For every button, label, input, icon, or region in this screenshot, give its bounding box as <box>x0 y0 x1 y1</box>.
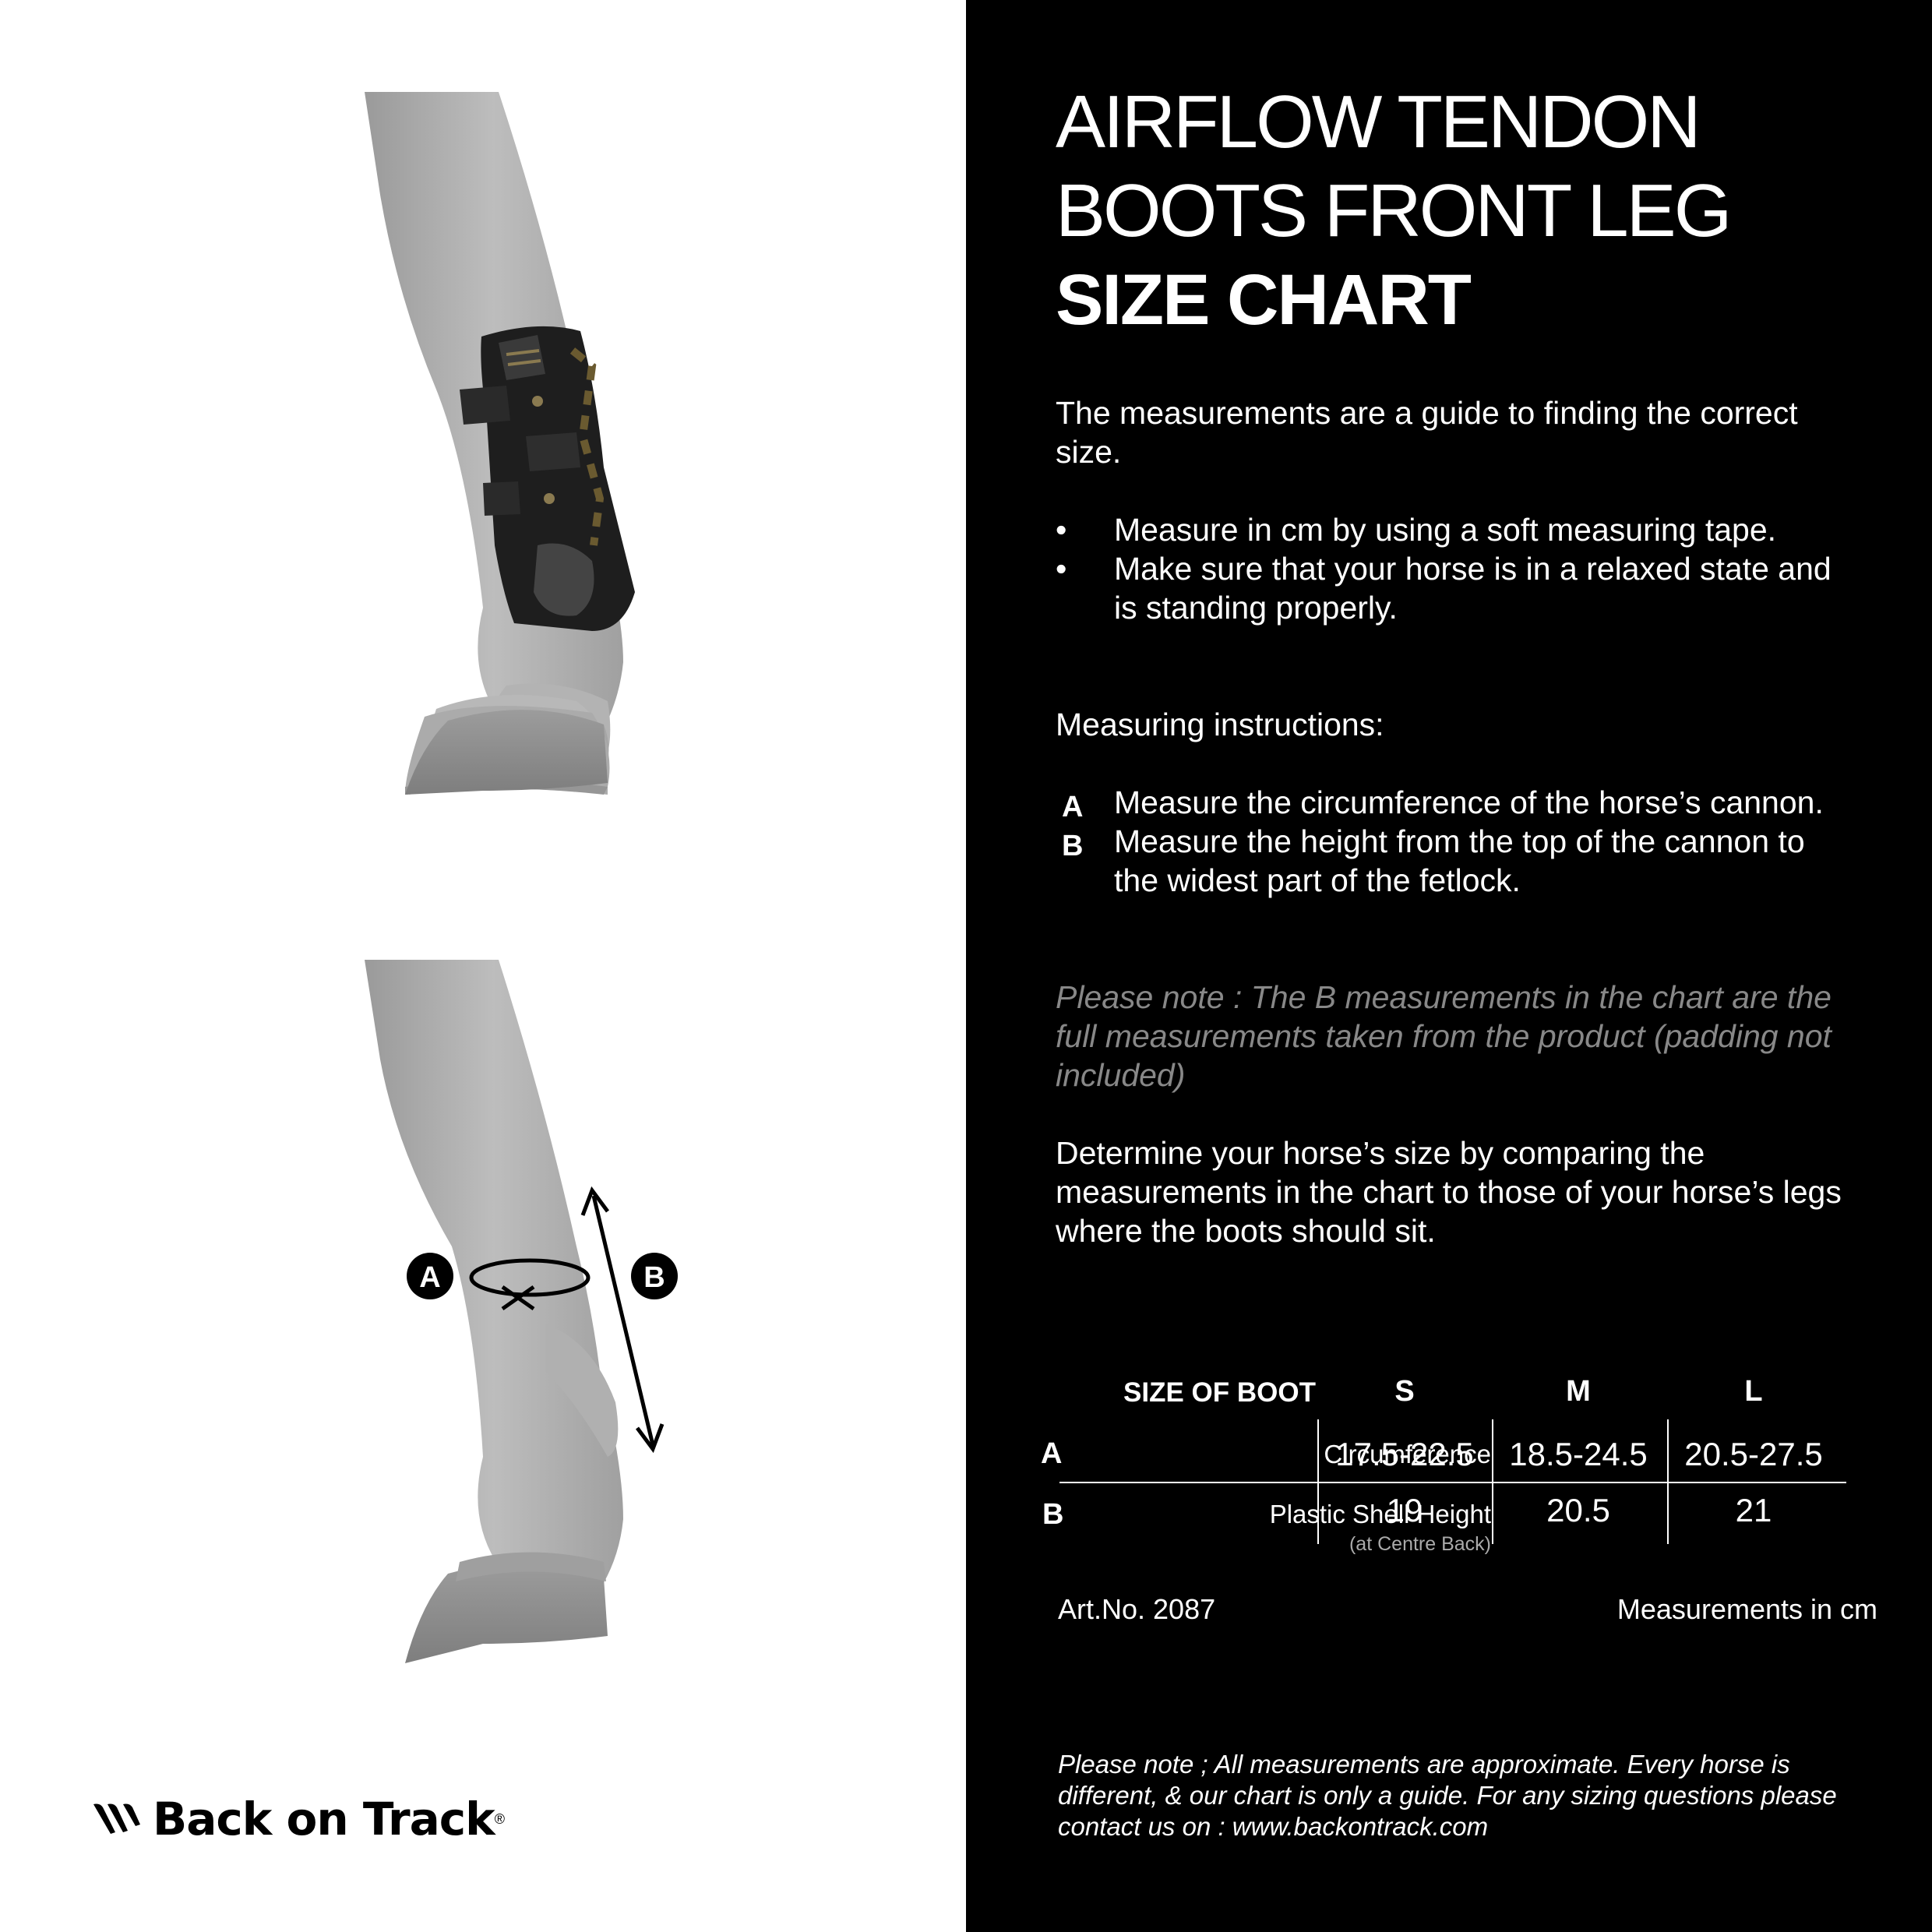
row-label-shell-height: Plastic Shell Height <box>1269 1500 1491 1528</box>
brand-logo-icon <box>93 1803 140 1834</box>
bullet-text: Measure in cm by using a soft measuring … <box>1114 512 1777 548</box>
brand-logo-text: Back on Track <box>153 1793 495 1846</box>
column-divider <box>1492 1419 1493 1544</box>
size-header-l: L <box>1744 1375 1763 1408</box>
instructions-heading: Measuring instructions: <box>1056 707 1384 742</box>
illustration-panel: A B Back on Track ® <box>92 92 678 1846</box>
horse-leg-with-boot-illustration <box>365 92 635 795</box>
measurement-note: Please note : The B measurements in the … <box>1056 979 1832 1093</box>
bullet-text: Make sure that your horse is in a relaxe… <box>1114 551 1832 626</box>
step-letter: B <box>1062 830 1084 862</box>
table-cell: 21 <box>1735 1492 1772 1528</box>
title-line-2: BOOTS FRONT LEG <box>1056 169 1732 252</box>
label-a-text: A <box>419 1261 440 1294</box>
list-item: A Measure the circumference of the horse… <box>1056 783 1850 823</box>
label-b-text: B <box>643 1261 665 1294</box>
step-text: Measure the height from the top of the c… <box>1114 823 1805 898</box>
table-cell: 18.5-24.5 <box>1509 1436 1648 1472</box>
units-note: Measurements in cm <box>1616 1593 1877 1625</box>
horse-leg-measurement-illustration: A B <box>365 960 678 1663</box>
row-letter-a: A <box>1041 1437 1063 1470</box>
instructions-list: A Measure the circumference of the horse… <box>1056 783 1850 900</box>
registered-mark: ® <box>494 1810 505 1827</box>
list-item: • Measure in cm by using a soft measurin… <box>1056 510 1850 549</box>
label-a-badge <box>407 1253 453 1299</box>
title-line-1: AIRFLOW TENDON <box>1056 80 1701 164</box>
label-b-badge <box>631 1253 678 1299</box>
table-cell: 19 <box>1386 1492 1423 1528</box>
table-cell: 17.5-22.5 <box>1335 1436 1474 1472</box>
table-cell: 20.5 <box>1546 1492 1610 1528</box>
determine-text: Determine your horse’s size by comparing… <box>1056 1135 1842 1249</box>
size-header-m: M <box>1566 1375 1591 1408</box>
page-subtitle: SIZE CHART <box>1056 260 1472 340</box>
size-header-s: S <box>1394 1375 1415 1408</box>
column-divider <box>1317 1419 1319 1544</box>
row-label-circumference: Circumference <box>1324 1440 1491 1468</box>
size-table: SIZE OF BOOT S M L A Circumference 17.5-… <box>966 0 1932 1932</box>
page-title: AIRFLOW TENDON BOOTS FRONT LEG <box>1056 78 1732 256</box>
circumference-ring-icon <box>469 1258 591 1297</box>
intro-text: The measurements are a guide to finding … <box>1056 395 1798 470</box>
article-number: Art.No. 2087 <box>1058 1593 1216 1625</box>
footnote: Please note ; All measurements are appro… <box>1058 1750 1837 1841</box>
row-letter-b: B <box>1042 1498 1064 1531</box>
table-header-label: SIZE OF BOOT <box>1123 1377 1316 1408</box>
step-letter: A <box>1062 791 1084 823</box>
leg-illustrations: A B <box>365 92 678 1663</box>
table-cell: 20.5-27.5 <box>1684 1436 1823 1472</box>
column-divider <box>1667 1419 1669 1544</box>
row-sublabel: (at Centre Back) <box>1349 1533 1491 1555</box>
row-divider <box>1059 1482 1846 1483</box>
info-panel: AIRFLOW TENDON BOOTS FRONT LEG SIZE CHAR… <box>966 0 1932 1932</box>
brand-logo: Back on Track ® <box>92 1792 505 1846</box>
list-item: B Measure the height from the top of the… <box>1056 822 1850 900</box>
height-arrow-icon <box>591 1195 655 1446</box>
step-text: Measure the circumference of the horse’s… <box>1114 784 1824 820</box>
bullet-icon: • <box>1056 512 1067 548</box>
list-item: • Make sure that your horse is in a rela… <box>1056 549 1850 627</box>
bullet-list: • Measure in cm by using a soft measurin… <box>1056 510 1850 627</box>
bullet-icon: • <box>1056 551 1067 587</box>
